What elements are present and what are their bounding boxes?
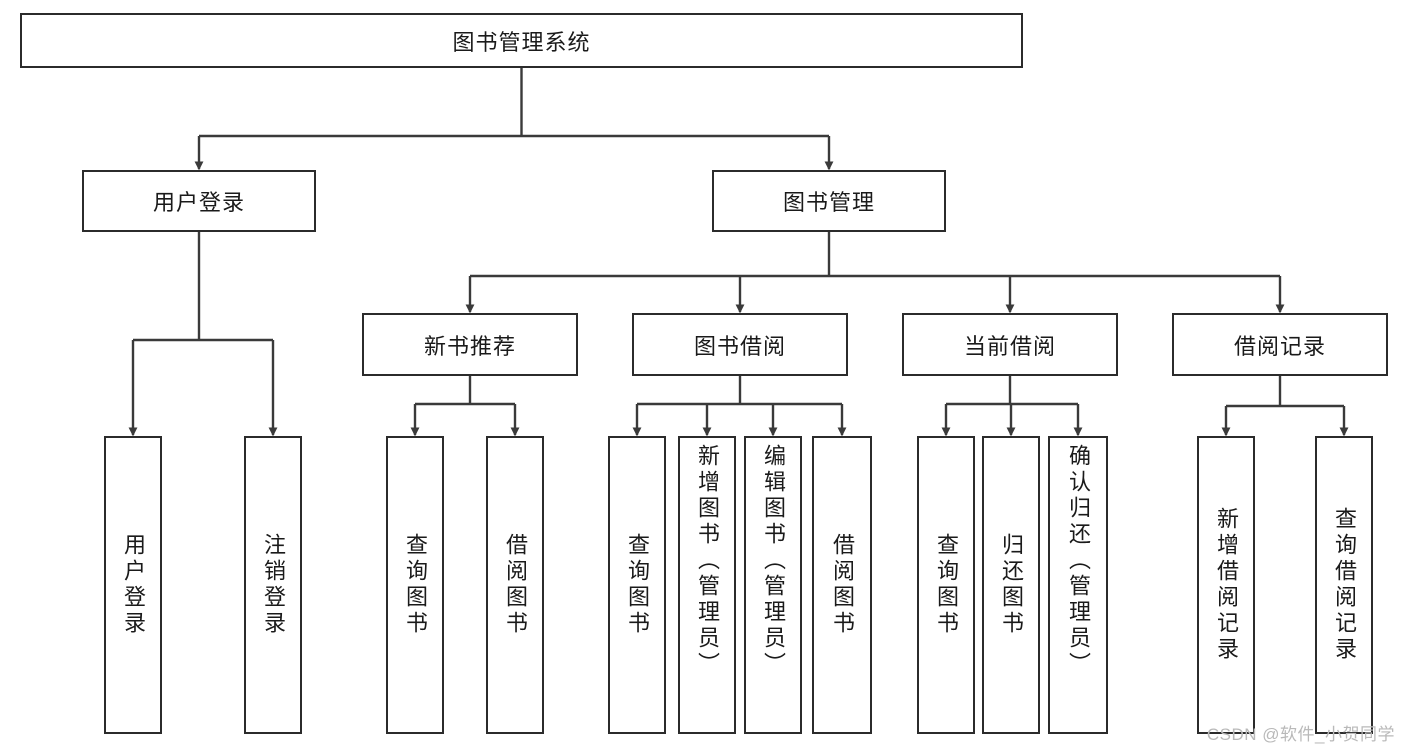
node-label: 图书借阅 xyxy=(693,333,786,359)
node-label: 查询图书 xyxy=(403,533,428,637)
node-leaf-7[interactable]: 编辑图书（管理员） xyxy=(744,436,802,734)
node-leaf-8[interactable]: 借阅图书 xyxy=(812,436,872,734)
node-label: 借阅记录 xyxy=(1233,333,1326,359)
node-label: 图书管理系统 xyxy=(452,29,591,55)
node-newbook[interactable]: 新书推荐 xyxy=(362,313,578,376)
node-label: 图书管理 xyxy=(782,190,875,215)
node-label: 归还图书 xyxy=(999,533,1024,637)
node-leaf-5[interactable]: 查询图书 xyxy=(608,436,666,734)
node-leaf-6[interactable]: 新增图书（管理员） xyxy=(678,436,736,734)
node-leaf-13[interactable]: 查询借阅记录 xyxy=(1315,436,1373,734)
node-leaf-11[interactable]: 确认归还（管理员） xyxy=(1048,436,1108,734)
node-leaf-12[interactable]: 新增借阅记录 xyxy=(1197,436,1255,734)
node-leaf-3[interactable]: 查询图书 xyxy=(386,436,444,734)
node-label: 编辑图书（管理员） xyxy=(761,444,786,678)
node-root[interactable]: 图书管理系统 xyxy=(20,13,1023,68)
node-label: 新增借阅记录 xyxy=(1214,507,1239,663)
edge-group xyxy=(128,68,1349,437)
node-leaf-2[interactable]: 注销登录 xyxy=(244,436,302,734)
node-label: 新增图书（管理员） xyxy=(695,444,720,678)
node-label: 查询借阅记录 xyxy=(1332,507,1357,663)
node-label: 用户登录 xyxy=(152,190,245,215)
node-leaf-10[interactable]: 归还图书 xyxy=(982,436,1040,734)
node-label: 借阅图书 xyxy=(830,533,855,637)
node-label: 确认归还（管理员） xyxy=(1066,444,1091,678)
node-label: 注销登录 xyxy=(261,533,286,637)
node-borrow[interactable]: 图书借阅 xyxy=(632,313,848,376)
node-label: 用户登录 xyxy=(121,533,146,637)
node-leaf-9[interactable]: 查询图书 xyxy=(917,436,975,734)
node-label: 查询图书 xyxy=(934,533,959,637)
node-login[interactable]: 用户登录 xyxy=(82,170,316,232)
node-records[interactable]: 借阅记录 xyxy=(1172,313,1388,376)
node-bookmgmt[interactable]: 图书管理 xyxy=(712,170,946,232)
node-leaf-4[interactable]: 借阅图书 xyxy=(486,436,544,734)
node-leaf-1[interactable]: 用户登录 xyxy=(104,436,162,734)
node-current[interactable]: 当前借阅 xyxy=(902,313,1118,376)
node-label: 查询图书 xyxy=(625,533,650,637)
node-label: 借阅图书 xyxy=(503,533,528,637)
node-label: 当前借阅 xyxy=(963,333,1056,359)
node-label: 新书推荐 xyxy=(423,333,516,359)
